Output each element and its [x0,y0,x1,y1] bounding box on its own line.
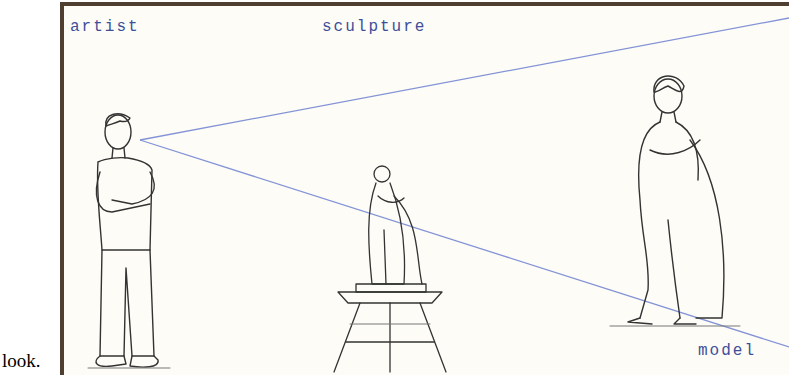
picture-ground [62,4,789,375]
note-text: look. [2,350,41,372]
sight-line [140,18,789,140]
part-label: model [698,342,756,360]
sculpture-figure [334,166,446,372]
picture-frame [62,4,789,375]
artist-figure [88,114,170,368]
sight-line [140,140,789,347]
model-figure [610,76,740,326]
part-label: artist [70,18,140,36]
part-label: sculpture [322,18,426,36]
